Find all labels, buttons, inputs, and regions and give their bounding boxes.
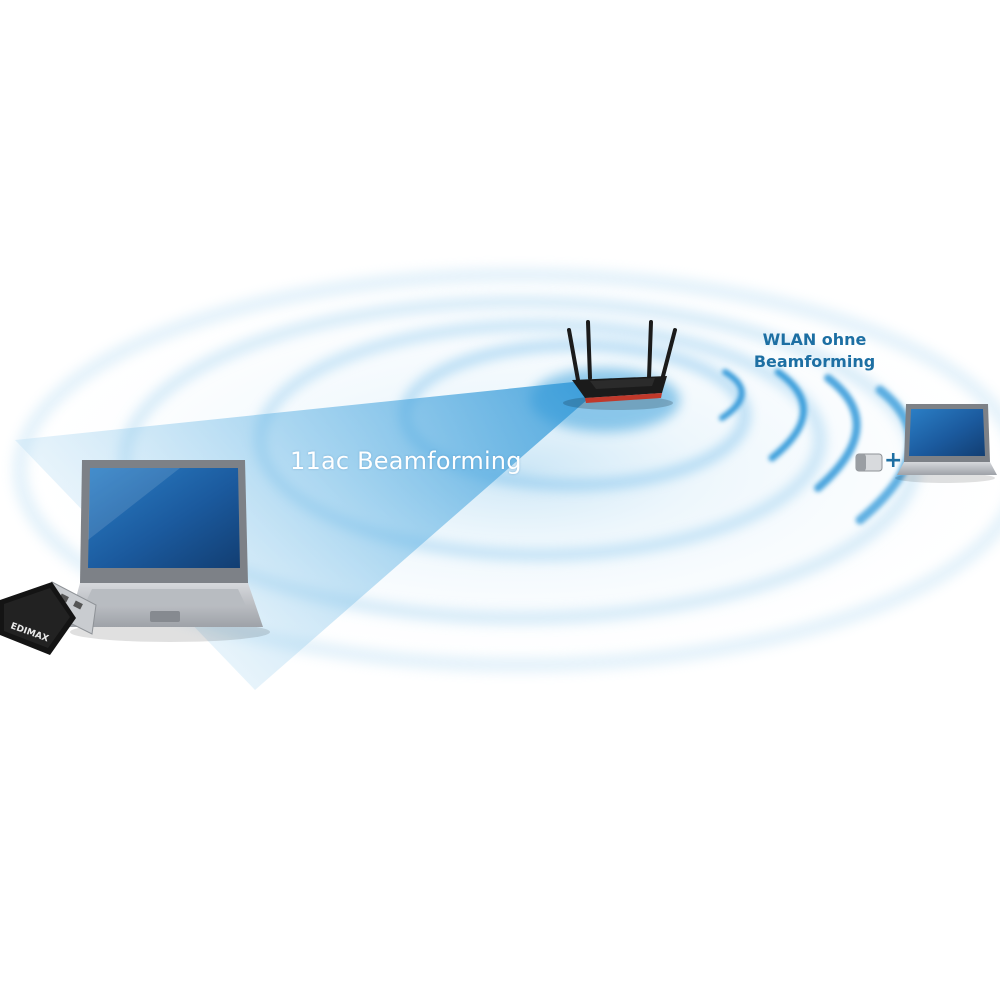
no-beamforming-label: WLAN ohne Beamforming (753, 330, 876, 371)
laptop-left-icon (68, 460, 270, 642)
usb-adapter-left-icon: EDIMAX (0, 581, 97, 655)
usb-adapter-right-icon (855, 453, 883, 472)
beamforming-cone (15, 378, 612, 690)
beamforming-label: 11ac Beamforming (290, 447, 522, 475)
router-icon (563, 320, 677, 410)
plus-sign: + (884, 448, 903, 473)
laptop-right-icon (895, 404, 997, 483)
